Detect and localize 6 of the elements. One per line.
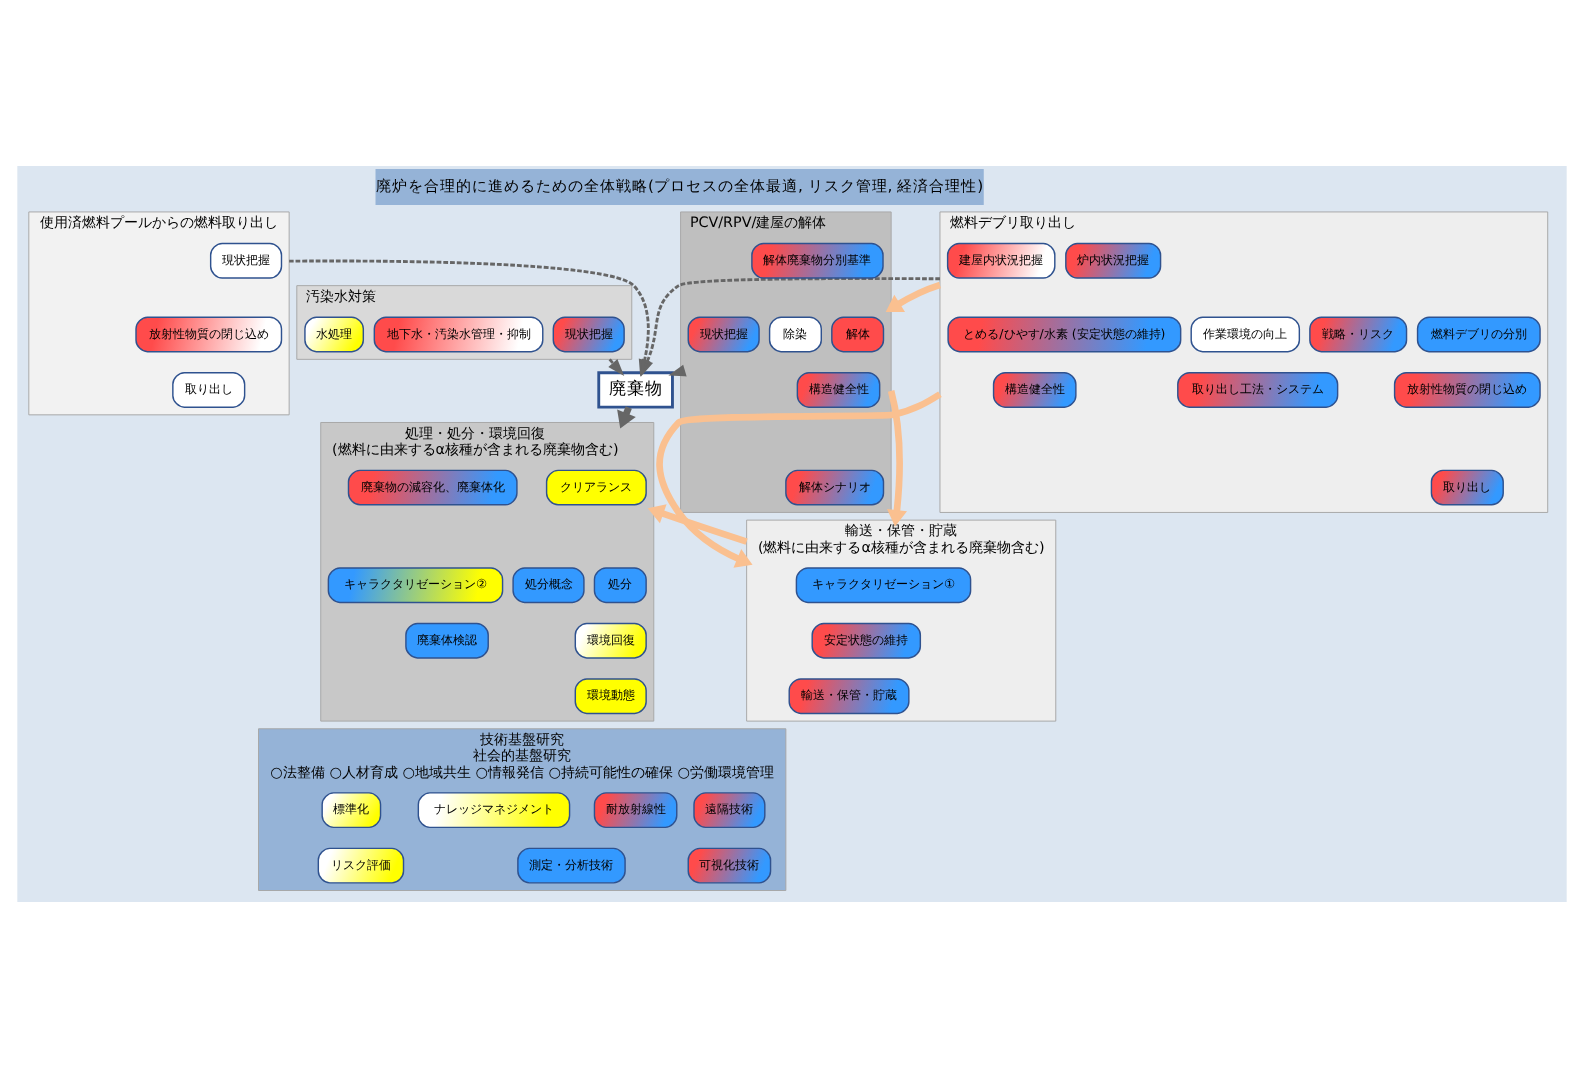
arrow [885, 281, 942, 313]
arrow [608, 358, 625, 376]
node-box: 廃棄物 [597, 371, 674, 409]
arrow [656, 391, 942, 568]
arrow [647, 504, 748, 545]
arrow [886, 390, 907, 527]
